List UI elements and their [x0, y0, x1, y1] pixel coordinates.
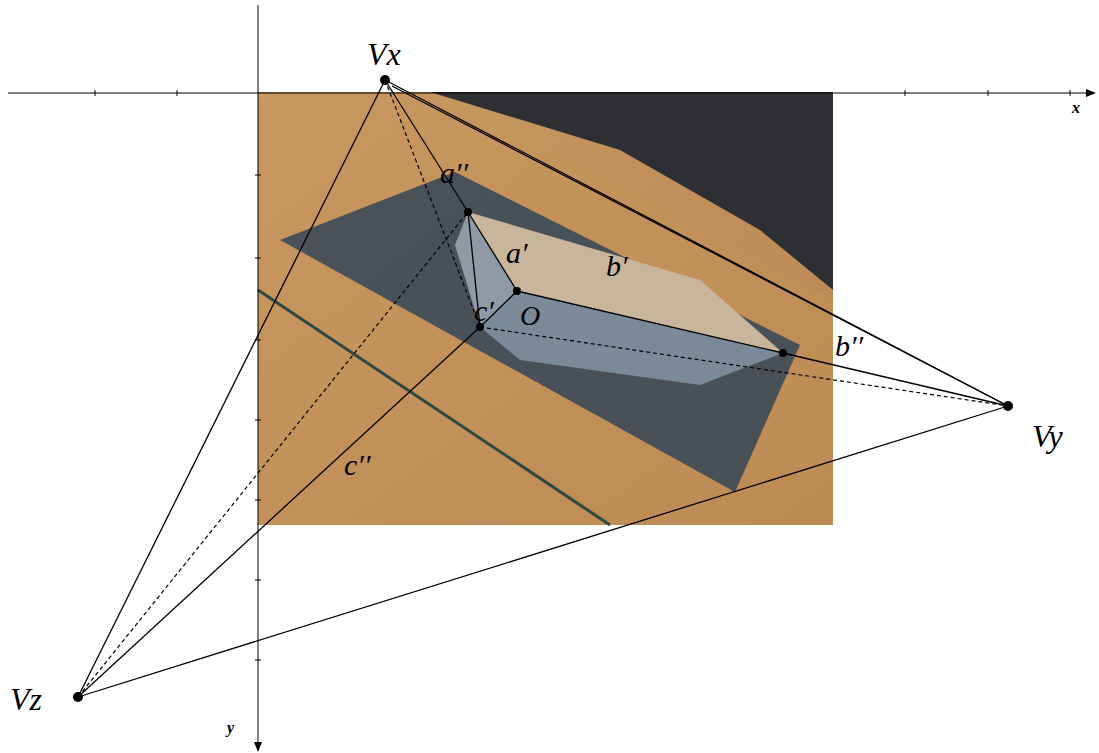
- axis-arrow: [254, 742, 262, 752]
- axis-label: x: [1072, 100, 1080, 116]
- axes: [8, 5, 1088, 745]
- dotted-lines: [78, 80, 1008, 697]
- axis-arrow: [1086, 89, 1096, 97]
- axis-label: y: [227, 720, 234, 736]
- point-label: b′: [606, 251, 628, 281]
- point-label: a′′: [440, 158, 468, 188]
- photo-table: [258, 92, 833, 525]
- point-label: c′′: [344, 450, 370, 480]
- vanishing-point-label: Vx: [367, 38, 401, 70]
- vanishing-point-label: Vy: [1032, 420, 1063, 452]
- point-label: O: [520, 302, 540, 330]
- points: [73, 75, 1013, 702]
- point-label: b′′: [835, 331, 863, 361]
- photo-dark-sheet: [280, 172, 800, 492]
- vanishing-point-label: Vz: [10, 683, 42, 715]
- point-label: a′: [506, 238, 528, 268]
- photo-glass: [258, 92, 833, 525]
- point-label: c′: [474, 296, 494, 326]
- construction-lines: [78, 80, 1008, 697]
- photo-box-front: [480, 291, 783, 385]
